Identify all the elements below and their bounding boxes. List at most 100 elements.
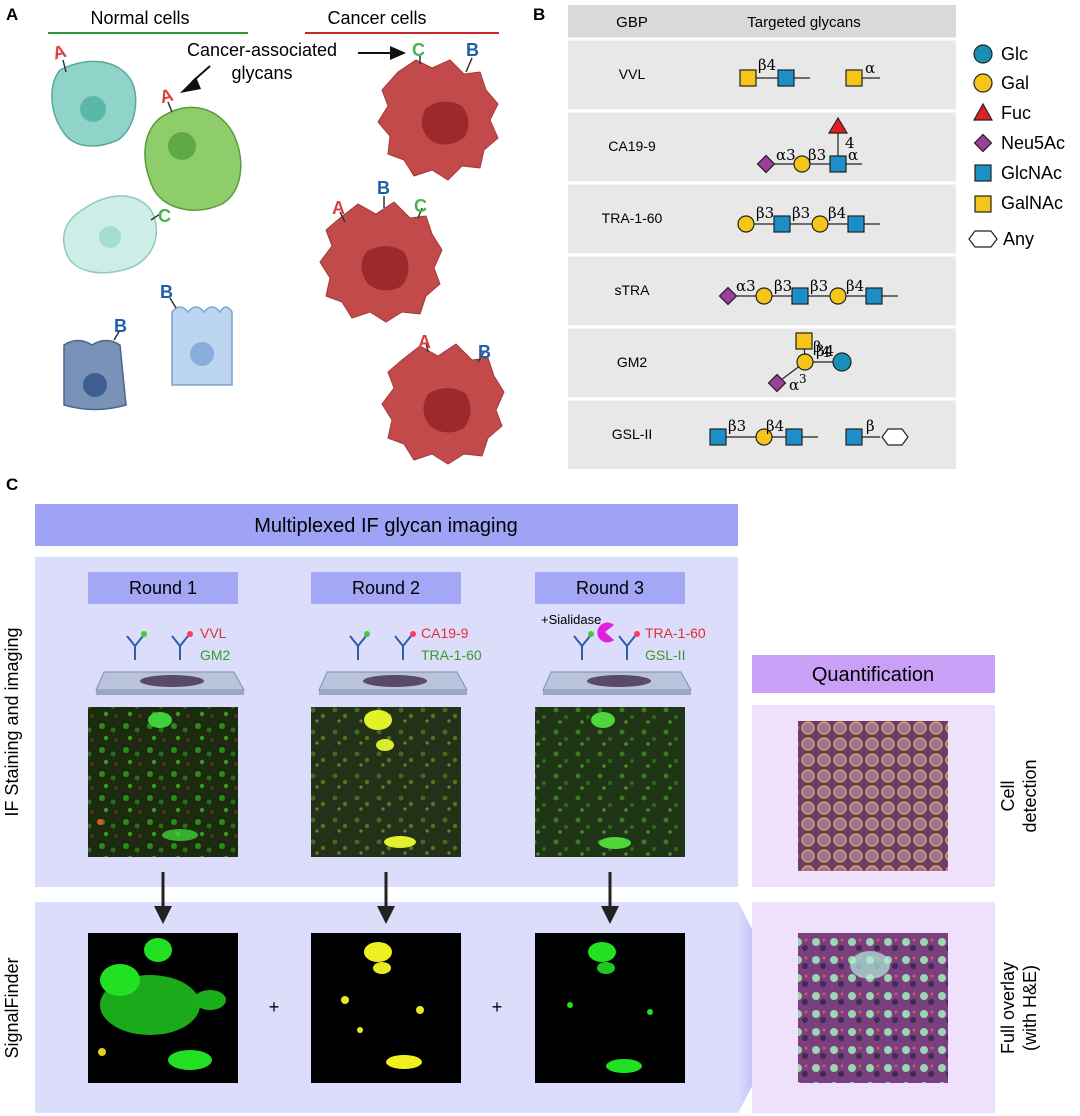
link-ca199-2: β3 <box>808 146 826 164</box>
legend-gal: Gal <box>1001 73 1029 93</box>
cancer-cells-title: Cancer cells <box>327 8 426 28</box>
round-3-header <box>535 572 685 604</box>
panel-label-c: C <box>6 475 18 494</box>
panel-label-a: A <box>6 5 18 24</box>
link-tra-3: β4 <box>828 204 846 222</box>
normal-cell-3-nucleus <box>99 226 121 248</box>
link-stra-1: α3 <box>736 277 756 295</box>
link-vvl-2: α <box>865 59 875 77</box>
legend <box>968 44 998 248</box>
cancer-cell-1 <box>377 59 499 181</box>
glycan-ca199 <box>756 116 862 174</box>
glycan-a-cancer-2: A <box>418 332 431 352</box>
round-2-slide <box>318 671 468 695</box>
link-ca199-1: α3 <box>776 146 796 164</box>
round-3-slide <box>542 671 692 695</box>
gbp-gm2: GM2 <box>617 354 648 370</box>
gbp-stra: sTRA <box>615 282 651 298</box>
round-2-title: Round 2 <box>352 578 420 598</box>
round-2-header <box>311 572 461 604</box>
link-tra-2: β3 <box>792 204 810 222</box>
glycan-gm2 <box>767 332 852 393</box>
fuc-icon <box>972 102 994 121</box>
annotation-line-1: Cancer-associated <box>187 40 337 60</box>
table-row-dividers <box>568 37 956 401</box>
plus-1: + <box>269 997 280 1017</box>
round-2-red-label: CA19-9 <box>421 625 469 641</box>
round-1-slide <box>95 671 245 695</box>
round-3-title: Round 3 <box>576 578 644 598</box>
round-3-red-label: TRA-1-60 <box>645 625 706 641</box>
normal-cells-title: Normal cells <box>90 8 189 28</box>
link-ca199-3: α <box>848 146 858 164</box>
normal-cell-2-nucleus <box>168 132 196 160</box>
normal-cell-4-nucleus <box>83 373 107 397</box>
round-3-if-image <box>535 707 685 857</box>
round-1-signalfinder-image <box>88 933 238 1083</box>
round-3-antibody-icon <box>573 631 640 660</box>
glycan-a-cancer: A <box>332 198 345 218</box>
link-gsl-1: β3 <box>728 417 746 435</box>
cancer-cell-2 <box>319 201 443 323</box>
glycan-a-normal-2: A <box>158 85 176 108</box>
glc-icon <box>973 44 993 64</box>
overlay-highlight <box>850 951 890 979</box>
normal-cell-2 <box>144 106 242 211</box>
annotation-arrow-right <box>358 46 406 60</box>
glycan-stra <box>718 286 898 306</box>
glycan-c-normal: C <box>158 206 171 226</box>
glycan-b-normal: B <box>114 316 127 336</box>
legend-neu5ac: Neu5Ac <box>1001 133 1065 153</box>
normal-cell-5-nucleus <box>190 342 214 366</box>
glycan-c-cancer: C <box>412 40 425 60</box>
glycan-table <box>568 5 956 469</box>
round-2-antibody-icon <box>349 631 416 660</box>
row-label-signalfinder: SignalFinder <box>2 957 22 1058</box>
glycan-b-cancer-2: B <box>377 178 390 198</box>
panel-label-b: B <box>533 5 545 24</box>
round-1-title: Round 1 <box>129 578 197 598</box>
cell-detection-label-1: Cell <box>998 780 1018 811</box>
round-1-red-label: VVL <box>200 625 227 641</box>
quantification-header <box>752 655 995 693</box>
glcnac-icon <box>974 164 992 182</box>
glycan-tra160 <box>737 215 880 233</box>
sialidase-enzyme-icon <box>597 622 614 643</box>
link-ca199-4: 4 <box>845 134 855 152</box>
header-targeted-glycans: Targeted glycans <box>747 14 860 31</box>
round-1-green-label: GM2 <box>200 647 231 663</box>
glycan-vvl <box>739 69 880 87</box>
link-gm2-4: α <box>789 376 799 394</box>
round-1-if-image <box>88 707 238 857</box>
round-2-green-label: TRA-1-60 <box>421 647 482 663</box>
glycan-b-cancer: B <box>466 40 479 60</box>
legend-galnac: GalNAc <box>1001 193 1063 213</box>
link-gm2-2: 4 <box>821 343 831 361</box>
down-arrows <box>154 872 619 924</box>
cell-detection-image <box>798 721 948 871</box>
link-tra-1: β3 <box>756 204 774 222</box>
glycan-c-cancer-2: C <box>414 196 427 216</box>
annotation-line-2: glycans <box>231 63 292 83</box>
overlay-label-2: (with H&E) <box>1020 965 1040 1051</box>
quantification-title: Quantification <box>812 664 934 686</box>
gbp-vvl: VVL <box>619 66 646 82</box>
annotation-arrow-down <box>180 65 211 93</box>
link-stra-3: β3 <box>810 277 828 295</box>
link-gm2-5: 3 <box>799 372 807 386</box>
glycan-b-cancer-3: B <box>478 342 491 362</box>
round-2-if-image <box>311 707 461 857</box>
gbp-tra160: TRA-1-60 <box>602 210 663 226</box>
cancer-cell-3 <box>381 343 505 465</box>
round-2-signalfinder-image <box>311 933 461 1083</box>
header-gbp: GBP <box>616 14 648 31</box>
round-3-green-label: GSL-II <box>645 647 685 663</box>
link-stra-2: β3 <box>774 277 792 295</box>
overlay-label-1: Full overlay <box>998 962 1018 1054</box>
legend-glcnac: GlcNAc <box>1001 163 1062 183</box>
glycan-table-header <box>568 5 956 39</box>
legend-glc: Glc <box>1001 44 1028 64</box>
link-stra-4: β4 <box>846 277 864 295</box>
round-3-sialidase-label: +Sialidase <box>541 612 601 627</box>
normal-cell-1-nucleus <box>80 96 106 122</box>
